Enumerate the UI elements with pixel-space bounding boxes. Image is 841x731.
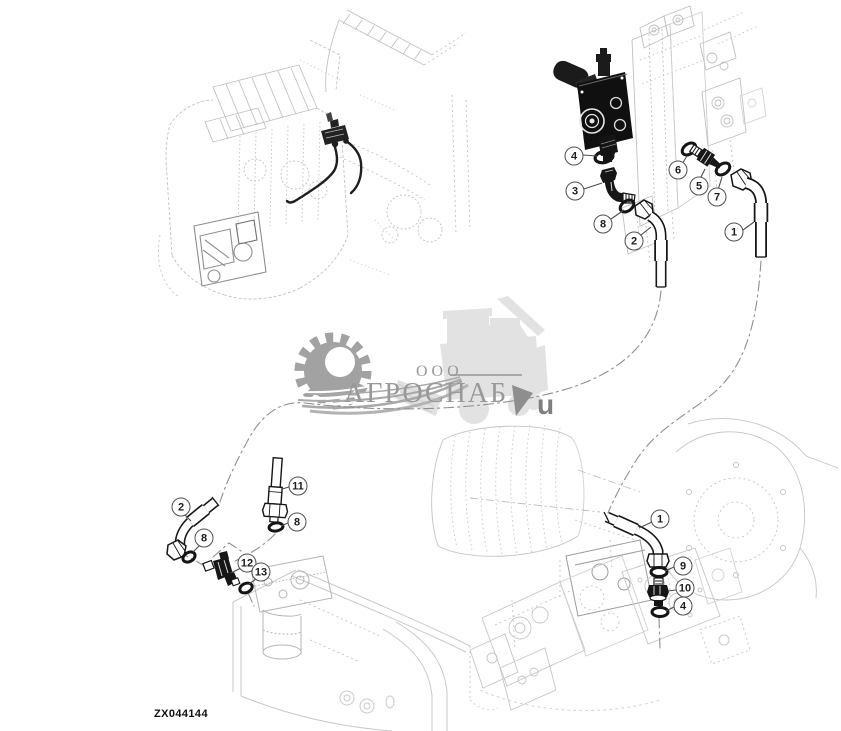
callout-4: 4 — [564, 146, 584, 166]
tank-sketch — [232, 569, 471, 731]
callout-11: 11 — [288, 476, 308, 496]
oring-8-left — [181, 550, 197, 564]
tube-11 — [261, 456, 289, 523]
callout-8: 8 — [194, 528, 214, 548]
callout-5: 5 — [689, 176, 709, 196]
drawing-number: ZX044144 — [154, 708, 208, 720]
axle-sketch — [431, 418, 839, 617]
callout-7: 7 — [707, 187, 727, 207]
watermark-domain-letter: u — [537, 389, 555, 420]
oring-13 — [238, 581, 254, 595]
engine-hose-highlight — [285, 112, 363, 204]
hose-2-upper — [634, 199, 668, 288]
oring-8-upper — [618, 198, 636, 214]
callout-2: 2 — [171, 497, 191, 517]
callout-1: 1 — [650, 509, 670, 529]
oring-7 — [714, 161, 732, 177]
callout-3: 3 — [565, 181, 585, 201]
fitting-10 — [647, 577, 669, 606]
callout-2: 2 — [624, 231, 644, 251]
solenoid-valve — [553, 48, 633, 162]
callout-10: 10 — [675, 578, 695, 598]
callout-13: 13 — [251, 562, 271, 582]
watermark-org-form: ООО — [416, 363, 463, 380]
callout-1: 1 — [724, 222, 744, 242]
watermark-company-name: АГРОСНАБ — [344, 378, 509, 409]
callout-6: 6 — [668, 160, 688, 180]
elbow-fitting-3 — [600, 167, 636, 204]
callout-4: 4 — [673, 596, 693, 616]
callout-9: 9 — [673, 556, 693, 576]
pump-sketch — [469, 539, 751, 711]
callout-8: 8 — [287, 512, 307, 532]
oring-9 — [649, 566, 669, 578]
hose-2-lower — [166, 496, 220, 561]
oring-8-under-11 — [267, 521, 285, 533]
oring-4-lower — [650, 606, 670, 618]
filter-sketch — [250, 555, 333, 660]
engine-sketch — [157, 9, 471, 300]
hose-1-lower — [603, 511, 670, 568]
oring-4-upper — [593, 149, 615, 165]
valve-stack-sketch — [621, 5, 767, 263]
hose-1-upper — [730, 168, 769, 258]
watermark-swoosh-tail — [512, 385, 533, 416]
callout-8: 8 — [593, 214, 613, 234]
tee-fitting-12 — [202, 551, 241, 587]
